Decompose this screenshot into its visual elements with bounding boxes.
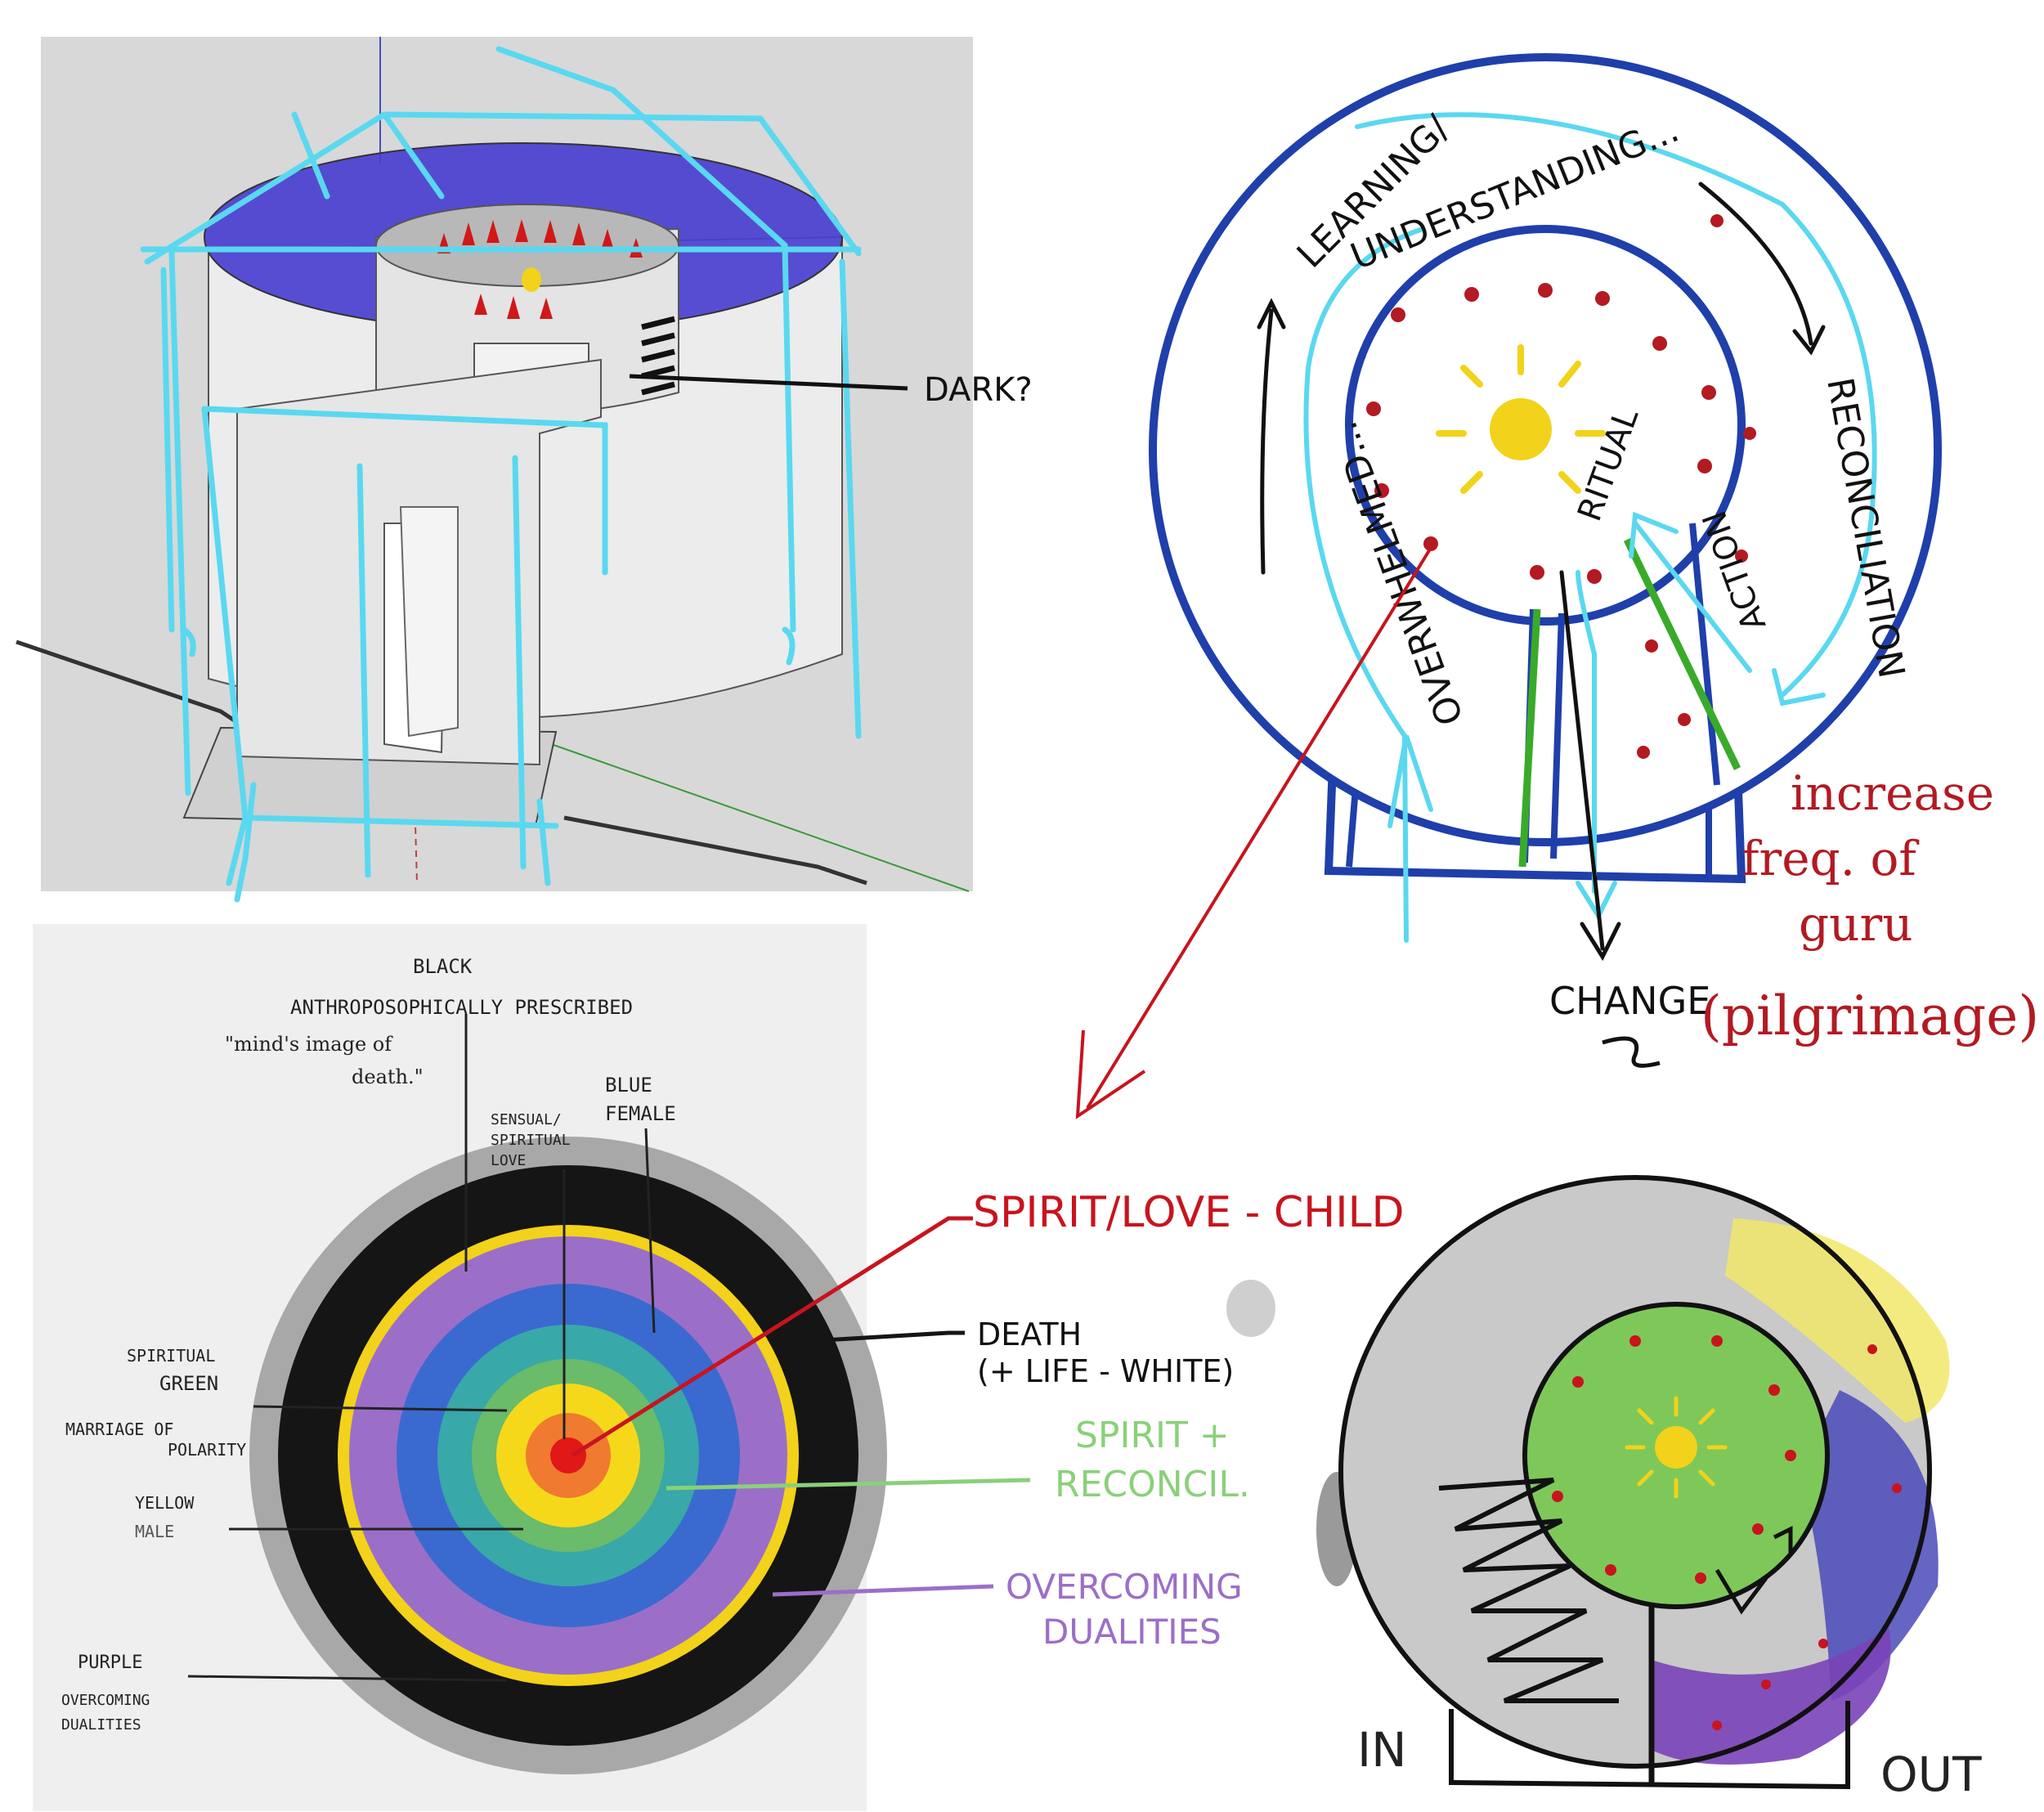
red-arrow-head	[1075, 1029, 1146, 1119]
sun-icon	[1625, 1396, 1728, 1499]
annotations: SPIRIT/LOVE - CHILD DEATH (+ LIFE - WHIT…	[571, 546, 1432, 1652]
plan-sketch-panel: IN OUT	[1226, 1175, 1982, 1802]
note-freq: freq. of	[1741, 831, 1919, 886]
marriage-label-1: MARRIAGE OF	[65, 1420, 173, 1439]
marriage-label-2: POLARITY	[168, 1440, 246, 1460]
black-label: BLACK	[413, 955, 473, 978]
sensual-label-3: LOVE	[491, 1152, 526, 1169]
inner-core-ring	[1522, 1302, 1830, 1609]
ring-red-center	[550, 1437, 586, 1473]
note-increase: increase	[1791, 765, 1994, 821]
entrance-walls	[1449, 1701, 1850, 1790]
dark-callout-line	[629, 374, 908, 391]
spiritual-label: SPIRITUAL	[127, 1346, 215, 1366]
anthro-label: ANTHROPOSOPHICALLY PRESCRIBED	[290, 996, 633, 1019]
death-leader	[809, 1330, 965, 1343]
quote-line-2: death."	[352, 1065, 424, 1088]
spirit-love-leader	[571, 1216, 973, 1458]
zigzag-scribble	[1438, 1478, 1619, 1703]
grey-smudge	[1226, 1280, 1275, 1337]
ring-dots	[1366, 214, 1756, 759]
sun-icon	[522, 267, 541, 292]
entrance-door-leaf	[399, 506, 459, 738]
cyan-overlay-sketch	[140, 46, 862, 903]
ground-line	[563, 815, 867, 886]
note-pilgrimage: (pilgrimage)	[1701, 984, 2039, 1047]
model-sketch-panel: DARK?	[16, 37, 1033, 903]
in-label: IN	[1357, 1722, 1407, 1778]
out-label: OUT	[1880, 1747, 1982, 1802]
spirit-reconcil-label-2: RECONCIL.	[1055, 1464, 1250, 1505]
change-squiggle	[1602, 1036, 1661, 1068]
green-path	[1623, 538, 1741, 770]
dark-label: DARK?	[924, 371, 1033, 409]
death-label-2: (+ LIFE - WHITE)	[977, 1353, 1234, 1389]
outer-ring-stroke	[1338, 1175, 1932, 1769]
wheel-leader-lines	[187, 1014, 656, 1682]
ring-diagram-panel: LEARNING/ UNDERSTANDING... RECONCILIATIO…	[1149, 53, 2039, 1068]
color-wheel-panel: BLACK ANTHROPOSOPHICALLY PRESCRIBED "min…	[33, 924, 887, 1811]
spirit-love-label: SPIRIT/LOVE - CHILD	[973, 1188, 1405, 1237]
exit-arrow	[1715, 1568, 1768, 1615]
spirit-reconcil-leader	[666, 1478, 1031, 1491]
sensual-label-2: SPIRITUAL	[491, 1132, 571, 1149]
black-flow-arrows	[1257, 182, 1826, 962]
quote-line-1: "mind's image of	[225, 1033, 393, 1056]
male-label: MALE	[135, 1522, 174, 1541]
stand-base	[1324, 764, 1746, 884]
axis-green	[539, 739, 970, 892]
overcoming-leader	[772, 1584, 994, 1597]
blue-wash	[1799, 1390, 1939, 1701]
note-guru: guru	[1799, 896, 1913, 952]
dark-screen-pattern	[641, 316, 675, 396]
enter-arrow	[1773, 1525, 1793, 1554]
cyan-flow-arrows	[1303, 112, 1877, 943]
green-path	[1518, 608, 1541, 868]
death-label-1: DEATH	[977, 1316, 1082, 1352]
change-label: CHANGE	[1549, 979, 1710, 1023]
purple-label: PURPLE	[78, 1653, 142, 1673]
blue-label: BLUE	[605, 1074, 652, 1097]
sun-icon	[1436, 344, 1606, 494]
yellow-label: YELLOW	[135, 1493, 195, 1513]
overcoming-label-2: DUALITIES	[1042, 1612, 1221, 1652]
sensual-label-1: SENSUAL/	[491, 1111, 562, 1128]
overcoming-label-1: OVERCOMING	[61, 1692, 150, 1709]
purple-wash	[1652, 1627, 1891, 1765]
plan-dots	[1552, 1335, 1902, 1730]
female-label: FEMALE	[605, 1102, 676, 1125]
spirit-reconcil-label-1: SPIRIT +	[1075, 1415, 1230, 1456]
entrance-wall	[1689, 523, 1720, 786]
overcoming-label-1: OVERCOMING	[1006, 1567, 1243, 1607]
overcoming-label-2: DUALITIES	[61, 1716, 141, 1734]
red-arrow-to-child	[1086, 546, 1432, 1110]
green-label: GREEN	[159, 1372, 218, 1395]
yellow-wash	[1725, 1218, 1950, 1423]
